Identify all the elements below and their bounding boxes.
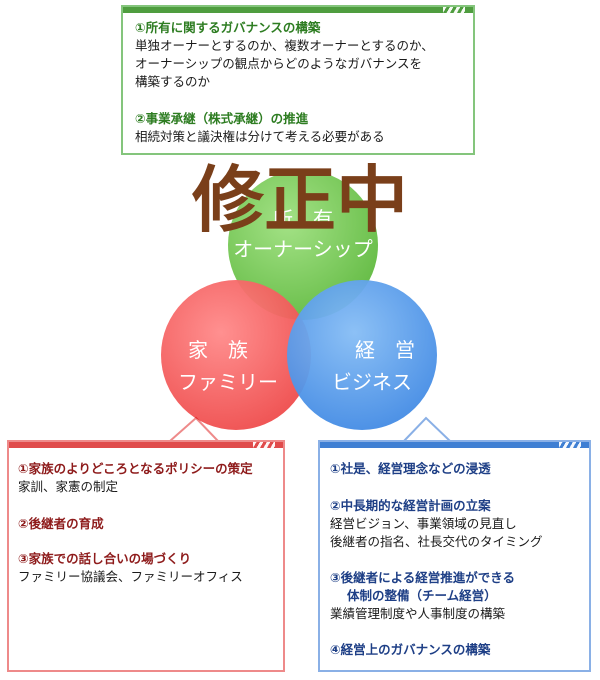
ownership-circle	[228, 170, 378, 320]
business-item-4: ④経営上のガバナンスの構築	[330, 641, 589, 659]
item-heading: ④経営上のガバナンスの構築	[330, 642, 491, 657]
ownership-label-1: 所 有	[273, 207, 333, 231]
family-callout-box: ①家族のよりどころとなるポリシーの策定 家訓、家憲の制定 ②後継者の育成 ③家族…	[7, 440, 285, 672]
watermark-stamp: 修正中	[192, 158, 408, 242]
business-label-1: 経 営	[355, 338, 415, 362]
item-heading-cont: 体制の整備（チーム経営）	[347, 588, 497, 603]
family-item-2: ②後継者の育成	[18, 515, 283, 533]
family-item-3: ③家族での話し合いの場づくり ファミリー協議会、ファミリーオフィス	[18, 550, 283, 586]
item-heading: ③家族での話し合いの場づくり	[18, 551, 192, 566]
family-label-1: 家 族	[188, 338, 248, 362]
business-item-2: ②中長期的な経営計画の立案 経営ビジョン、事業領域の見直し 後継者の指名、社長交…	[330, 497, 589, 551]
item-line: 経営ビジョン、事業領域の見直し	[330, 516, 517, 531]
ownership-item-2: ②事業承継（株式承継）の推進 相続対策と議決権は分けて考える必要がある	[135, 110, 473, 146]
item-heading: ①社是、経営理念などの浸透	[330, 461, 491, 476]
item-line: 相続対策と議決権は分けて考える必要がある	[135, 129, 385, 144]
family-item-1: ①家族のよりどころとなるポリシーの策定 家訓、家憲の制定	[18, 460, 283, 496]
item-heading: ②中長期的な経営計画の立案	[330, 498, 491, 513]
item-line: オーナーシップの観点からどのようなガバナンスを	[135, 56, 423, 71]
business-item-3: ③後継者による経営推進ができる 体制の整備（チーム経営） 業績管理制度や人事制度…	[330, 569, 589, 623]
box-header-bar	[123, 7, 473, 13]
item-line: 単独オーナーとするのか、複数オーナーとするのか、	[135, 38, 434, 53]
business-item-1: ①社是、経営理念などの浸透	[330, 460, 589, 478]
item-heading: ①家族のよりどころとなるポリシーの策定	[18, 461, 253, 476]
right-callout-pointer	[401, 416, 453, 442]
item-heading: ①所有に関するガバナンスの構築	[135, 20, 321, 35]
business-circle	[287, 280, 437, 430]
item-line: ファミリー協議会、ファミリーオフィス	[18, 569, 243, 584]
ownership-label-2: オーナーシップ	[233, 237, 373, 261]
item-line: 業績管理制度や人事制度の構築	[330, 606, 506, 621]
ownership-item-1: ①所有に関するガバナンスの構築 単独オーナーとするのか、複数オーナーとするのか、…	[135, 19, 473, 91]
item-heading: ③後継者による経営推進ができる	[330, 570, 515, 585]
box-header-bar	[320, 442, 589, 448]
family-label-2: ファミリー	[178, 370, 278, 394]
item-heading: ②事業承継（株式承継）の推進	[135, 111, 309, 126]
family-circle	[161, 280, 311, 430]
item-line: 後継者の指名、社長交代のタイミング	[330, 534, 543, 549]
ownership-callout-box: ①所有に関するガバナンスの構築 単独オーナーとするのか、複数オーナーとするのか、…	[121, 5, 475, 155]
box-header-bar	[9, 442, 283, 448]
business-label-2: ビジネス	[332, 370, 412, 394]
business-callout-box: ①社是、経営理念などの浸透 ②中長期的な経営計画の立案 経営ビジョン、事業領域の…	[318, 440, 591, 672]
item-heading: ②後継者の育成	[18, 516, 104, 531]
item-line: 構築するのか	[135, 74, 211, 89]
item-line: 家訓、家憲の制定	[18, 479, 119, 494]
